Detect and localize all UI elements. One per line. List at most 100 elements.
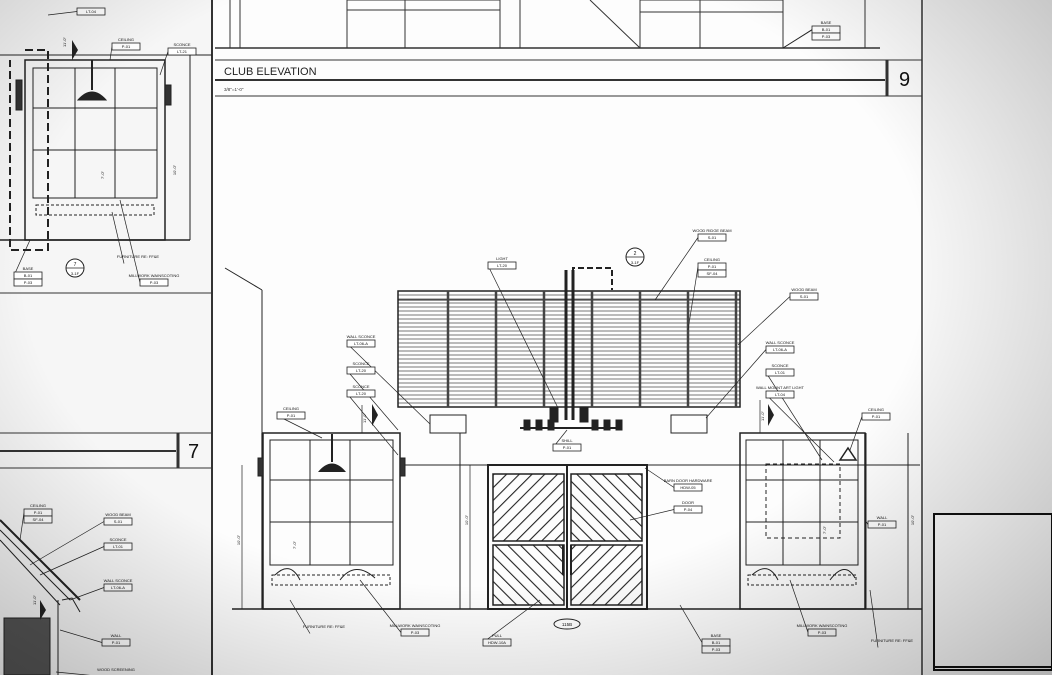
callout-code: B-01 [712,640,721,645]
callout-code: S-01 [114,519,123,524]
elevation-title: CLUB ELEVATION [224,66,317,78]
dim-11-0-bottom-left: 11'-0" [32,594,37,604]
dim-11-0-top-left: 11'-0" [62,36,67,46]
dim-7-0-top-left: 7'-0" [100,170,105,179]
callout-code: P-03 [24,280,33,285]
callout-label: MILLWORK WAINSCOTING [797,623,848,628]
callout-label: CEILING [868,407,884,412]
callout-code: P-04 [684,507,693,512]
callout-label: WALL MOUNT ART LIGHT [756,385,804,390]
callout-label: BASE [711,633,722,638]
callout-label: CEILING [283,406,299,411]
callout-tl-furniture: FURNITURE RE: FF&E [111,211,159,264]
callout-millwork-left: MILLWORK WAINSCOTING P-03 [359,579,441,637]
callouts-layer: WOOD RIDGE BEAMS-01CEILINGP-01SF-04WOOD … [13,7,914,675]
callout-code: P-01 [122,44,131,49]
callout-label: BASE [23,266,34,271]
callout-wall-right: WALL P-01 [864,515,897,529]
callout-code: LT-06-A [773,347,787,352]
callout-tl-ceiling: CEILING P-01 [109,37,141,61]
callout-furniture-left: FURNITURE RE: FF&E [289,599,346,634]
callout-wood-ridge-beam: WOOD RIDGE BEAM S-01 [654,228,732,301]
callout-code: P-03 [818,630,827,635]
callout-sconce-right: SCONCE LT-01 [765,363,823,461]
callout-label: WALL SCONCE [104,578,133,583]
callout-label: FURNITURE RE: FF&E [303,624,346,629]
club-elevation [224,267,922,610]
callout-code: SF-04 [33,517,45,522]
callout-label: WALL SCONCE [766,340,795,345]
callout-code: P-01 [878,522,887,527]
dimension-strings: 10'-0" 10'-0" 10'-0" 7'-0" 7'-0" 11'-0" … [32,36,915,609]
callout-label: MILLWORK WAINSCOTING [390,623,441,628]
callout-label: WOOD BEAM [791,287,816,292]
callout-label: WALL [111,633,123,638]
callout-code: P-03 [712,647,721,652]
dim-10-0-right: 10'-0" [910,514,915,525]
sheet-number-main: 9 [899,69,910,91]
callout-code: P-03 [150,280,159,285]
callout-label: WOOD BEAM [105,512,130,517]
callout-code: P-01 [34,510,43,515]
callout-code: SF-04 [707,271,719,276]
callout-millwork-right: MILLWORK WAINSCOTING P-03 [789,579,848,637]
callout-code: LT-01 [113,544,124,549]
callout-code: HDW-10A [488,640,506,645]
callout-label: SCONCE [352,361,369,366]
callout-code: LT-01 [775,370,786,375]
sheet-title-block [933,513,1052,671]
sheet-number-left: 7 [188,441,199,463]
callout-label: CEILING [30,503,46,508]
pendant-light-left [318,434,346,472]
dim-10-0-center: 10'-0" [464,514,469,525]
callout-label: WALL [877,515,889,520]
callout-furniture-right: FURNITURE RE: FF&E [869,589,914,648]
callout-label: SCONCE [771,363,788,368]
dim-11-0-left: 11'-0" [362,412,367,422]
room-tag-number: 115B [562,622,572,627]
section-marker-left-number: 7 [74,262,77,268]
callout-code: LT-06-A [111,585,125,590]
callout-code: P-03 [411,630,420,635]
callout-code: S-01 [708,235,717,240]
callout-code: P-01 [708,264,717,269]
callout-code: HDW-05 [680,485,696,490]
callout-bl-wall-sconce: WALL SCONCE LT-06-A [69,578,133,601]
callout-label: LIGHT [496,256,508,261]
callout-code: LT-06-A [354,341,368,346]
callout-label: SHILL [561,438,573,443]
callout-label: CEILING [118,37,134,42]
section-marker-top-number: 2 [634,251,637,257]
callout-code: LT-21 [177,49,188,54]
callout-label: SCONCE [352,384,369,389]
callout-code: P-01 [563,445,572,450]
dim-10-0-left: 10'-0" [236,534,241,545]
callout-label: WOOD RIDGE BEAM [692,228,731,233]
dim-10-0-top-left: 10'-0" [172,164,177,175]
callout-bl-wood-beam: WOOD BEAM S-01 [29,512,133,566]
callout-label: FURNITURE RE: FF&E [871,638,914,643]
dim-11-0-right: 11'-0" [760,410,765,420]
callout-label: SCONCE [173,42,190,47]
panel-frames [0,0,923,675]
section-marker-top: 2 3-1F [625,247,645,267]
section-marker-top-sheet: 3-1F [631,260,640,265]
callout-label: CEILING [704,257,720,262]
dim-7-0-right: 7'-0" [822,525,827,534]
elevation-scale: 3/8"=1'-0" [224,87,244,92]
callout-label: MILLWORK WAINSCOTING [129,273,180,278]
callout-wall-sconce-right: WALL SCONCE LT-06-A [705,340,795,419]
section-marker-left-sheet: 3-1F [71,271,80,276]
callout-label: BARN DOOR HARDWARE [664,478,713,483]
